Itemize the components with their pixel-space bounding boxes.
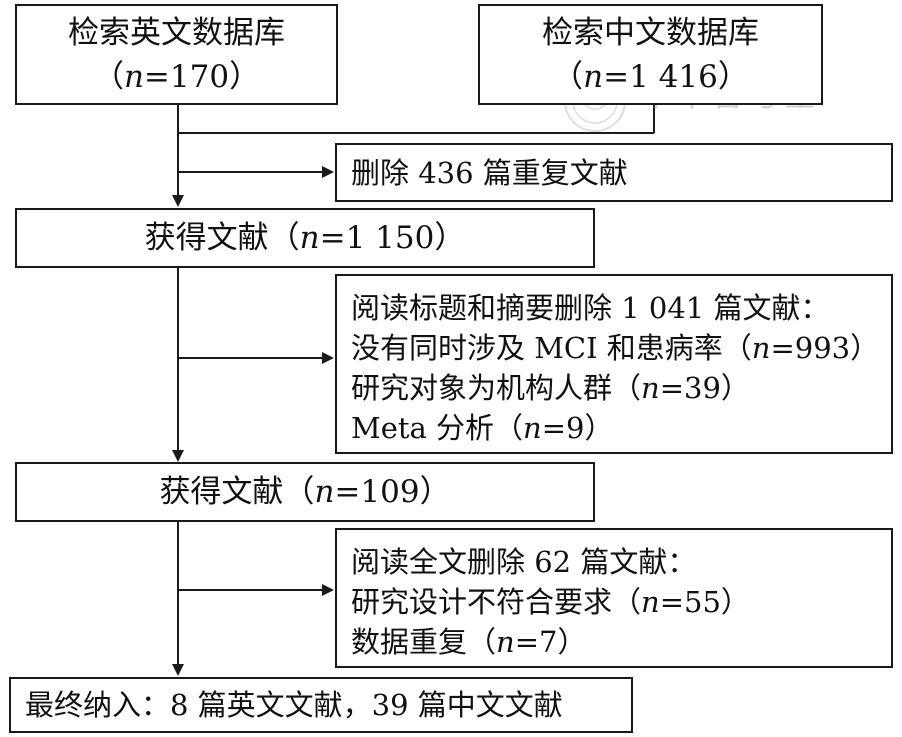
exclusion-box-1: 阅读标题和摘要删除 1 041 篇文献： 没有同时涉及 MCI 和患病率（n=9… [335, 274, 893, 454]
chinese-database-box: 检索中文数据库 （n=1 416） [478, 4, 823, 105]
chinese-database-label: 检索中文数据库 [542, 14, 759, 51]
remove-duplicates-box: 删除 436 篇重复文献 [335, 143, 893, 202]
exclusion-1-reason-mci: 没有同时涉及 MCI 和患病率（n=993） [351, 331, 880, 365]
chinese-database-count: （n=1 416） [552, 58, 749, 95]
final-inclusion-label: 最终纳入：8 篇英文文献，39 篇中文文献 [25, 688, 563, 722]
exclusion-1-reason-institution: 研究对象为机构人群（n=39） [351, 371, 750, 405]
exclusion-2-reason-duplicate: 数据重复（n=7） [351, 625, 587, 659]
exclusion-box-2: 阅读全文删除 62 篇文献： 研究设计不符合要求（n=55） 数据重复（n=7） [335, 528, 893, 668]
english-database-label: 检索英文数据库 [68, 14, 285, 51]
exclusion-2-reason-design: 研究设计不符合要求（n=55） [351, 585, 750, 619]
final-inclusion-box: 最终纳入：8 篇英文文献，39 篇中文文献 [9, 677, 633, 733]
english-database-box: 检索英文数据库 （n=170） [15, 4, 338, 105]
exclusion-1-reason-meta: Meta 分析（n=9） [351, 411, 614, 445]
remove-duplicates-label: 删除 436 篇重复文献 [351, 155, 628, 190]
exclusion-1-summary: 阅读标题和摘要删除 1 041 篇文献： [351, 291, 830, 325]
english-database-count: （n=170） [92, 58, 261, 95]
obtained-records-2-label: 获得文献（n=109） [159, 474, 451, 510]
obtained-records-box-1: 获得文献（n=1 150） [15, 208, 595, 268]
obtained-records-box-2: 获得文献（n=109） [15, 462, 595, 522]
obtained-records-1-label: 获得文献（n=1 150） [144, 220, 466, 256]
exclusion-2-summary: 阅读全文删除 62 篇文献： [351, 545, 697, 579]
